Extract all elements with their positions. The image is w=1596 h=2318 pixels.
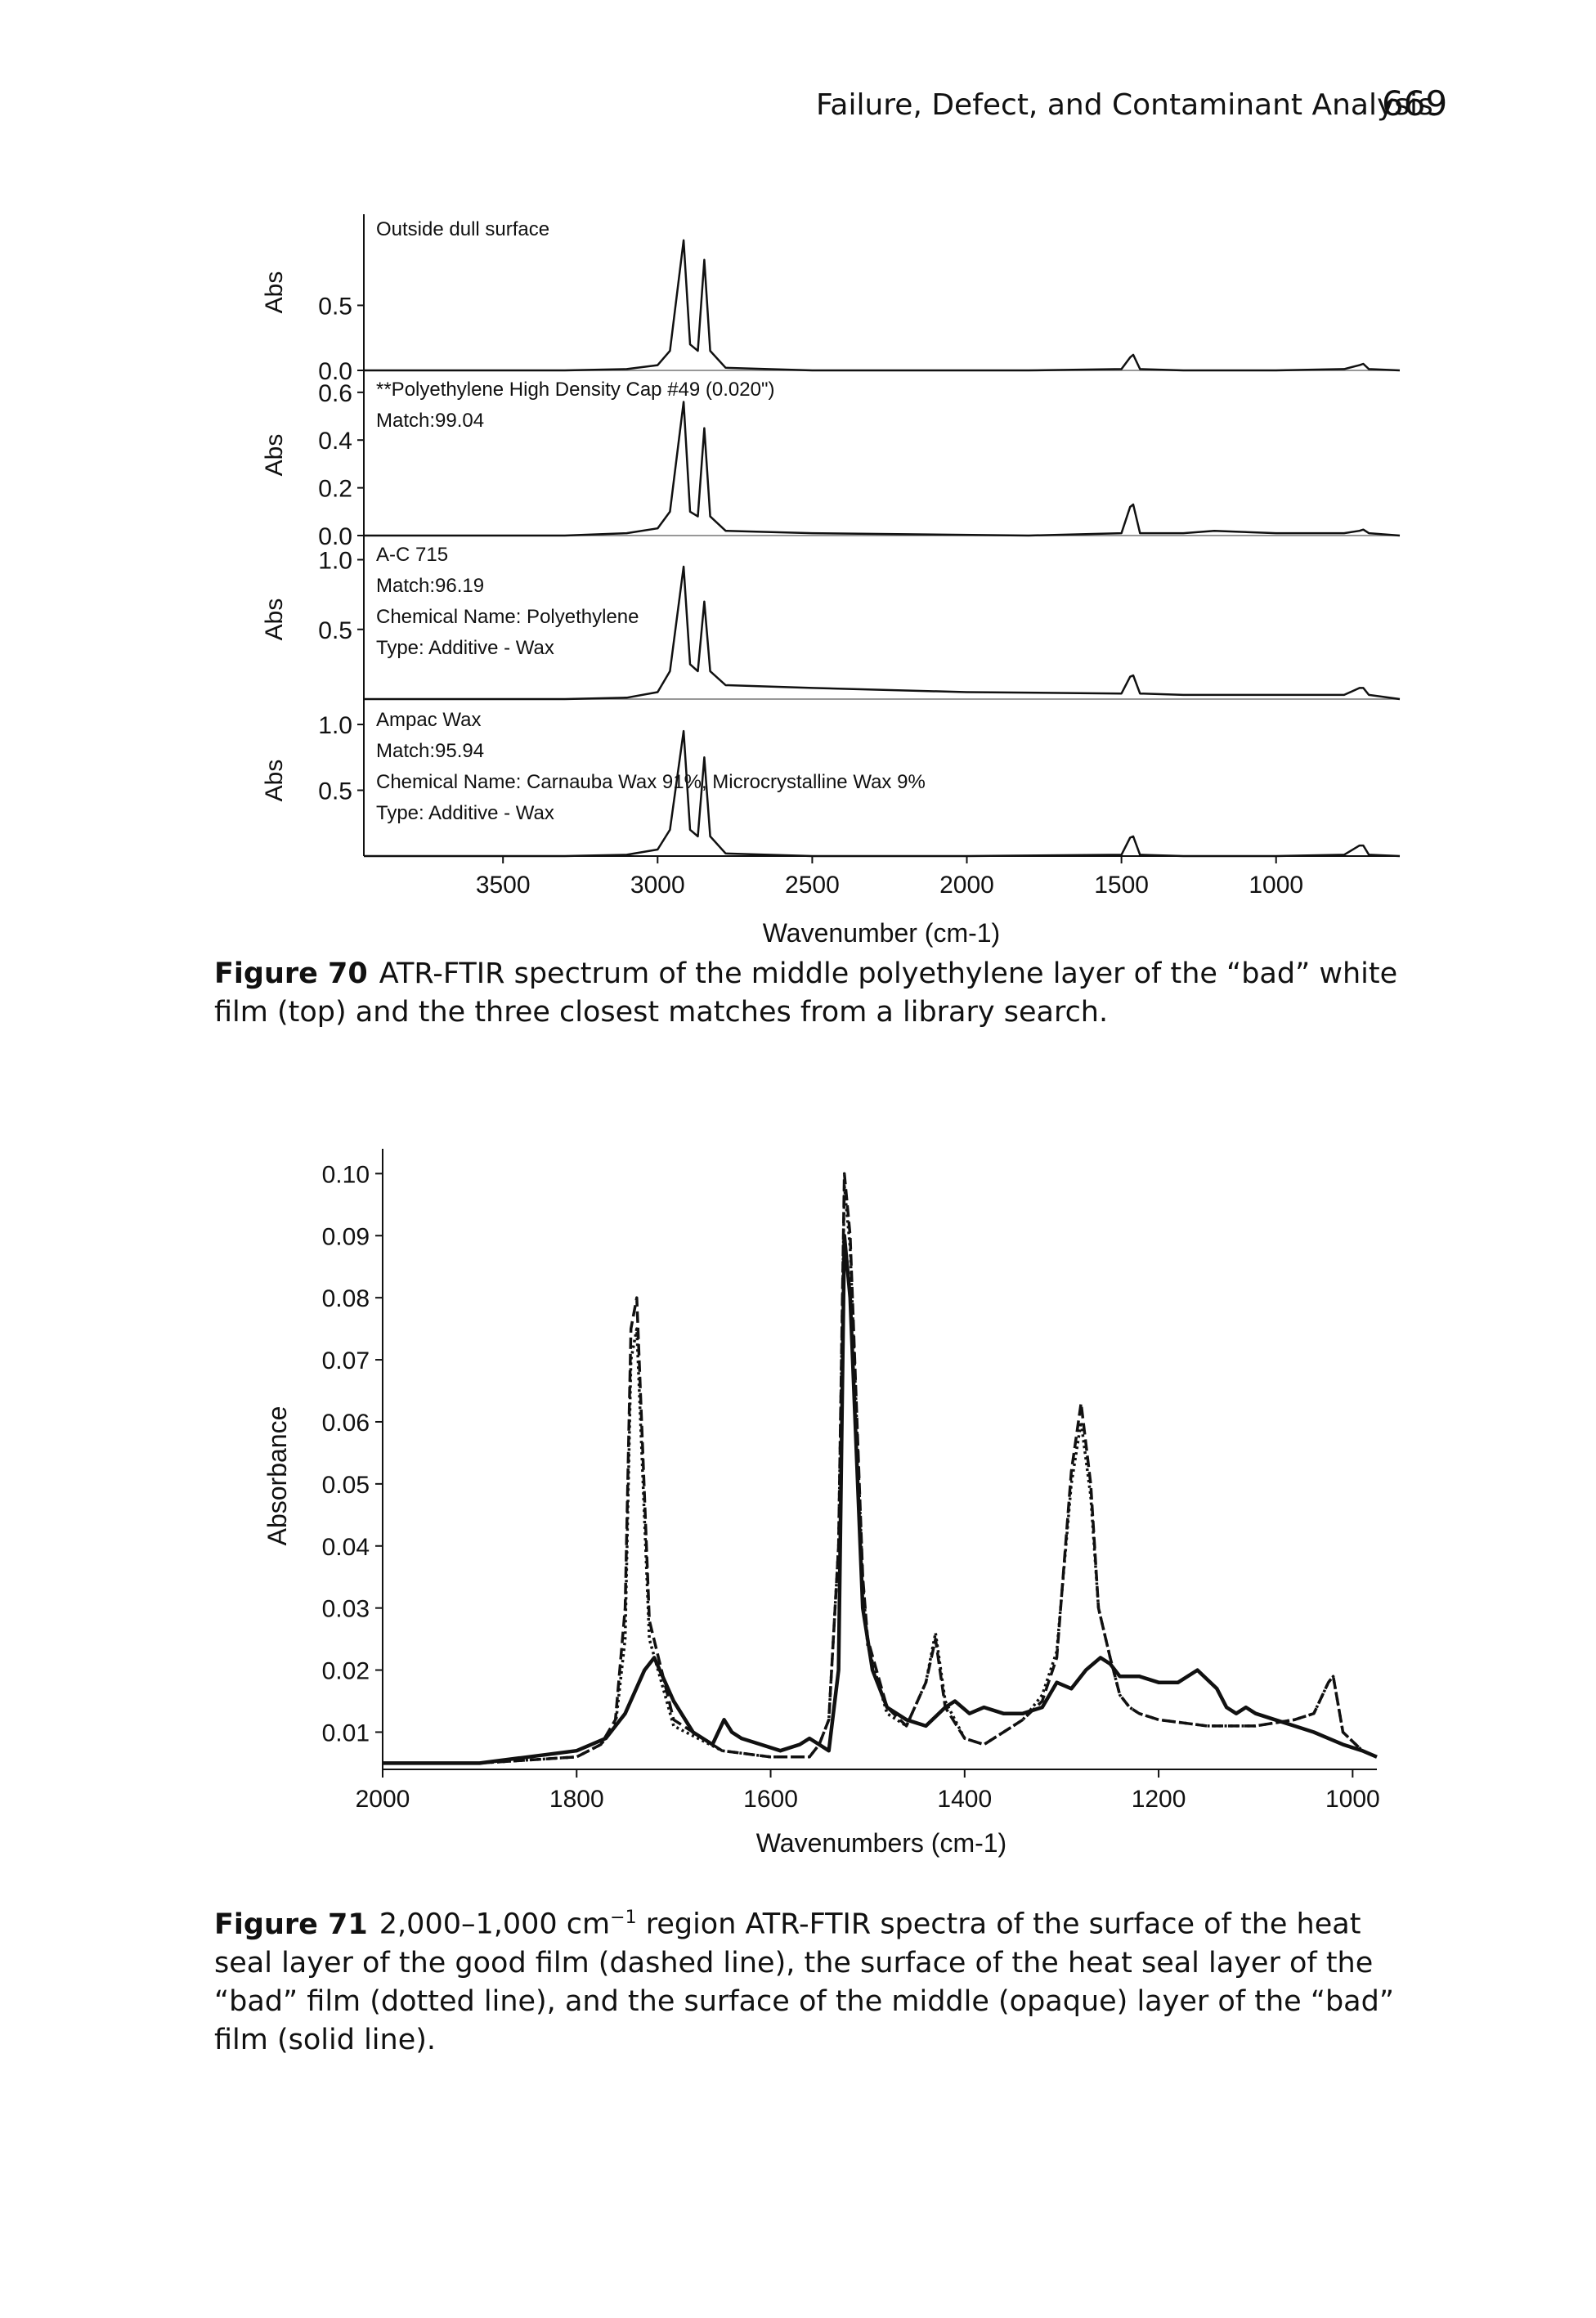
figure-71-x-axis-label: Wavenumbers (cm-1): [756, 1828, 1006, 1858]
running-head: Failure, Defect, and Contaminant Analysi…: [0, 82, 1596, 131]
figure-70-panel-annotation: Match:95.94: [376, 740, 484, 762]
figure-71-x-tick-label: 1000: [1325, 1786, 1380, 1813]
figure-71-caption: Figure 71 2,000–1,000 cm−1 region ATR-FTI…: [214, 1899, 1423, 2060]
figure-70-panel-annotation: Chemical Name: Carnauba Wax 91%, Microcr…: [376, 771, 926, 793]
figure-70-panel-annotation: Type: Additive - Wax: [376, 637, 554, 659]
figure-71-x-tick-label: 2000: [356, 1786, 410, 1813]
figure-70-panel: Abs 0.0 0.5 Outside dull surface: [261, 218, 1401, 385]
figure-70-y-tick-label: 1.0: [318, 548, 352, 575]
figure-70-spectrum-line: [364, 401, 1401, 537]
figure-71-y-tick-label: 0.02: [322, 1658, 370, 1685]
figure-70-y-tick-label: 0.5: [318, 778, 352, 805]
figure-70-x-tick-label: 2000: [939, 872, 994, 899]
figure-71-y-tick-label: 0.08: [322, 1285, 370, 1312]
figure-71-x-tick-label: 1400: [937, 1786, 992, 1813]
figure-71-y-tick-label: 0.09: [322, 1223, 370, 1250]
figure-70-y-tick-label: 0.6: [318, 380, 352, 407]
figure-70-y-tick-label: 0.2: [318, 476, 352, 503]
figure-70-y-tick-label: 0.4: [318, 428, 352, 455]
figure-71-x-tick-label: 1800: [549, 1786, 604, 1813]
figure-70-caption-text: ATR-FTIR spectrum of the middle polyethy…: [214, 957, 1398, 1029]
figure-71-dotted-line: [383, 1184, 1378, 1765]
figure-70-x-tick-label: 1000: [1249, 872, 1303, 899]
figure-71-lines: [383, 1172, 1378, 1765]
figure-70-spectrum-line: [364, 729, 1401, 858]
figure-71-y-tick-label: 0.01: [322, 1719, 370, 1746]
figure-70-panel-annotation: Type: Additive - Wax: [376, 802, 554, 824]
figure-70-panel-annotation: Ampac Wax: [376, 709, 481, 731]
figure-71-y-tick-label: 0.10: [322, 1161, 370, 1188]
figure-71-y-tick-label: 0.06: [322, 1410, 370, 1437]
figure-70-panel-annotation: Match:96.19: [376, 575, 484, 597]
figure-70-label: Figure 70: [214, 957, 368, 990]
figure-71-y-tick-label: 0.07: [322, 1347, 370, 1374]
figure-70-panel: Abs 0.0 0.2 0.4 0.6 **Polyethylene High Densi…: [261, 379, 1401, 550]
figure-70-y-tick-label: 0.5: [318, 293, 352, 320]
figure-70-panel-annotation: **Polyethylene High Density Cap #49 (0.0…: [376, 379, 774, 401]
figure-70-x-tick-label: 1500: [1094, 872, 1149, 899]
figure-70-panel-annotation: Outside dull surface: [376, 218, 549, 240]
figure-71-label: Figure 71: [214, 1908, 368, 1941]
figure-70-panel-y-label: Abs: [261, 599, 288, 641]
figure-70-x-tick-label: 2500: [785, 872, 840, 899]
figure-71-dashed-line: [383, 1172, 1378, 1765]
figure-70-x-tick-label: 3500: [476, 872, 531, 899]
figure-71-y-tick-label: 0.05: [322, 1472, 370, 1499]
figure-71-caption-pre: 2,000–1,000 cm: [379, 1908, 611, 1941]
figure-70-spectrum-line: [364, 565, 1401, 701]
figure-71-caption-sup: −1: [610, 1908, 637, 1928]
figure-70-panel-y-label: Abs: [261, 271, 288, 314]
figure-70-y-tick-label: 1.0: [318, 712, 352, 739]
figure-71-y-tick-label: 0.04: [322, 1534, 370, 1561]
figure-71-y-axis-label: Absorbance: [262, 1406, 292, 1546]
running-title: Failure, Defect, and Contaminant Analysi…: [816, 88, 1433, 122]
figure-70-x-tick-label: 3000: [630, 872, 685, 899]
figure-70-x-axis: 3500 3000 2500 2000 1500 1000: [476, 856, 1303, 899]
figure-70-y-tick-label: 0.0: [318, 358, 352, 385]
figure-71-x-tick-label: 1200: [1132, 1786, 1186, 1813]
figure-70-panel-y-label: Abs: [261, 760, 288, 802]
figure-70-panel-y-label: Abs: [261, 434, 288, 477]
figure-71-solid-line: [383, 1234, 1378, 1765]
figure-70-y-tick-label: 0.0: [318, 523, 352, 550]
figure-70-y-tick-label: 0.5: [318, 617, 352, 644]
figure-71-y-tick-label: 0.03: [322, 1596, 370, 1623]
page-number: 669: [1382, 83, 1448, 123]
figure-71-axes: 0.01 0.02 0.03 0.04 0.05 0.06 0.07 0.08 0.09 0.10…: [322, 1149, 1380, 1813]
figure-70-spectrum-line: [364, 239, 1401, 372]
figure-71-caption-post: region ATR-FTIR spectra of the surface o…: [214, 1908, 1394, 2056]
figure-71-x-tick-label: 1600: [743, 1786, 798, 1813]
figure-70-panel-annotation: A-C 715: [376, 544, 448, 566]
figure-70-panel-annotation: Match:99.04: [376, 410, 484, 432]
figure-70-panel-annotation: Chemical Name: Polyethylene: [376, 606, 639, 628]
figure-70-x-axis-label: Wavenumber (cm-1): [763, 918, 1000, 948]
